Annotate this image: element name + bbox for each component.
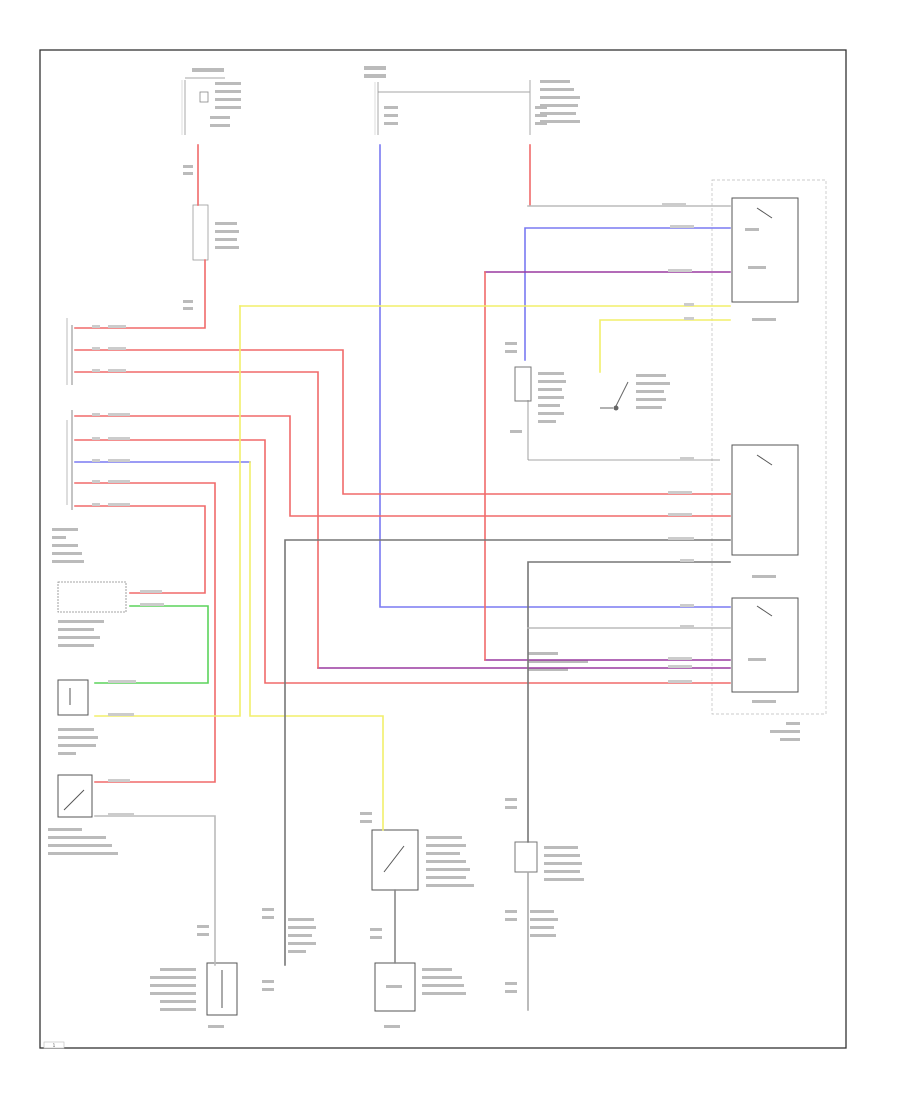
connector-left-mid (52, 410, 84, 563)
wire-red-5 (74, 415, 731, 517)
control-module-box (57, 581, 127, 647)
wires (74, 144, 731, 1011)
wire-blue-1 (379, 144, 731, 608)
diagram-border (39, 49, 847, 1049)
wire-red-3 (74, 349, 731, 495)
wire-yellow-2 (94, 305, 241, 717)
a-c-thermostat-box (57, 679, 98, 755)
wire-gray-2 (94, 815, 216, 966)
wire-blue-2 (524, 227, 731, 361)
relay-2 (731, 444, 799, 578)
compressor-box (150, 925, 238, 1028)
fuse-block-center (364, 66, 580, 135)
wire-black-2 (527, 561, 731, 843)
pressure-switch (505, 342, 720, 461)
wire-red-7 (74, 482, 216, 783)
fuse-block-left (181, 68, 241, 135)
wire-red-4 (74, 371, 319, 669)
relay-3 (731, 597, 799, 703)
diode-box-bottom (374, 962, 466, 1028)
svg-text:1: 1 (53, 1043, 56, 1049)
wire-red-8 (74, 505, 206, 594)
connector-left-top (66, 318, 73, 385)
wire-tags (92, 203, 694, 816)
wire-yellow-4 (599, 319, 731, 373)
wire-black-1 (284, 539, 731, 966)
wire-yellow-3 (249, 461, 384, 831)
relay-1 (731, 197, 799, 321)
clutch-switch-box (48, 774, 118, 855)
wire-red-fuse-2 (74, 259, 206, 329)
page-number: 1 (43, 1041, 65, 1049)
pressure-switch-bottom (360, 812, 474, 939)
fuse-link-box (183, 165, 239, 310)
wire-red-6 (74, 439, 731, 684)
wire-green (94, 605, 209, 684)
condenser-fan-box (505, 798, 584, 993)
